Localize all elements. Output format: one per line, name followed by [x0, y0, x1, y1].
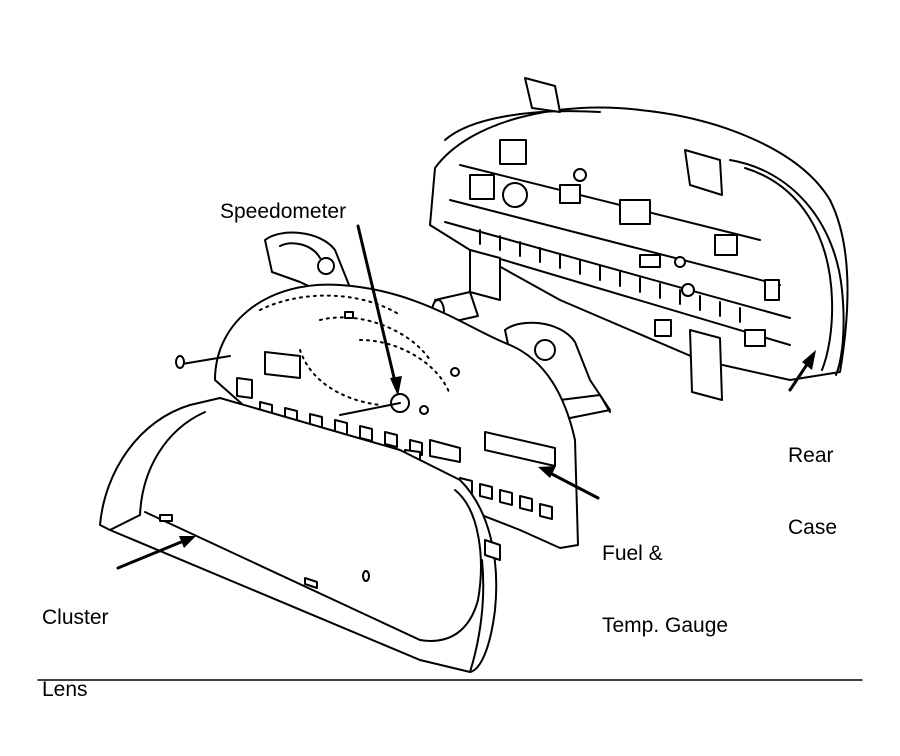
leader-arrows [116, 224, 816, 570]
fuel-temp-gauge-label-line1: Fuel & [602, 542, 663, 565]
rear-case-arrowhead [802, 350, 816, 370]
cluster-lens-label-line2: Lens [42, 678, 88, 701]
cluster-lens-label-line1: Cluster [42, 606, 109, 629]
speedometer-label: Speedometer [220, 200, 347, 223]
gauge-assembly [214, 231, 611, 549]
fuel-temp-gauge-label-line2: Temp. Gauge [602, 614, 729, 637]
rear-case-label-line2: Case [788, 516, 838, 539]
cluster-lens-label: Cluster Lens [42, 558, 109, 726]
rear-case-label: Rear Case [788, 396, 837, 564]
fuel-temp-gauge-label: Fuel & Temp. Gauge [602, 494, 728, 662]
cluster-lens-leader [116, 538, 188, 570]
cluster-lens [99, 397, 501, 673]
cluster-lens-arrowhead [179, 536, 196, 548]
rear-case [429, 77, 849, 401]
speedometer-arrowhead [390, 376, 402, 396]
fuel-gauge-arrowhead [538, 466, 556, 478]
rear-case-label-line1: Rear [788, 444, 834, 467]
screw [175, 355, 231, 369]
speedometer-leader [356, 224, 398, 388]
fuel-gauge-leader [546, 470, 600, 500]
